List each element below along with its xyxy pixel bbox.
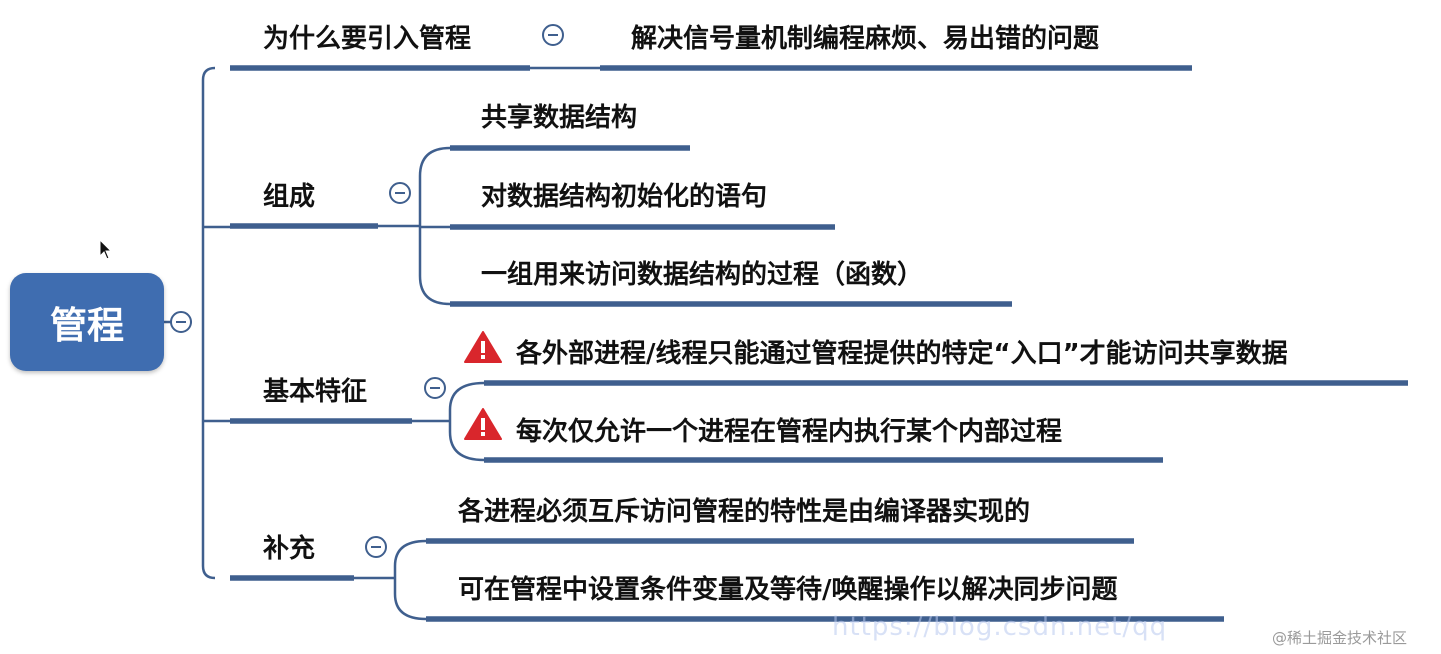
warning-icon — [464, 408, 502, 440]
branch-features-collapse-button[interactable] — [424, 377, 446, 399]
child-node: 解决信号量机制编程麻烦、易出错的问题 — [631, 24, 1100, 54]
branch-composition-collapse-button[interactable] — [389, 182, 411, 204]
warning-icon — [464, 331, 502, 363]
branch-label-supplement: 补充 — [263, 534, 316, 564]
branch-why-collapse-button[interactable] — [542, 24, 564, 46]
branch-label-composition: 组成 — [263, 182, 316, 212]
child-node: 各进程必须互斥访问管程的特性是由编译器实现的 — [458, 497, 1031, 527]
root-label: 管程 — [50, 304, 124, 347]
branch-label-why: 为什么要引入管程 — [263, 24, 472, 54]
watermark-site: @稀土掘金技术社区 — [1272, 629, 1408, 647]
branch-supplement-collapse-button[interactable] — [365, 536, 387, 558]
child-node: 对数据结构初始化的语句 — [481, 182, 768, 212]
branch-label-features: 基本特征 — [263, 377, 368, 407]
mouse-cursor-icon — [99, 239, 113, 260]
root-node[interactable]: 管程 — [10, 273, 164, 371]
child-node: 每次仅允许一个进程在管程内执行某个内部过程 — [516, 417, 1063, 447]
root-collapse-button[interactable] — [170, 311, 192, 333]
child-node: 共享数据结构 — [481, 103, 638, 133]
child-node: 可在管程中设置条件变量及等待/唤醒操作以解决同步问题 — [458, 575, 1118, 605]
child-node: 一组用来访问数据结构的过程（函数） — [481, 260, 924, 290]
watermark-url: https://blog.csdn.net/qq — [832, 612, 1168, 642]
child-node: 各外部进程/线程只能通过管程提供的特定“入口”才能访问共享数据 — [516, 339, 1288, 369]
